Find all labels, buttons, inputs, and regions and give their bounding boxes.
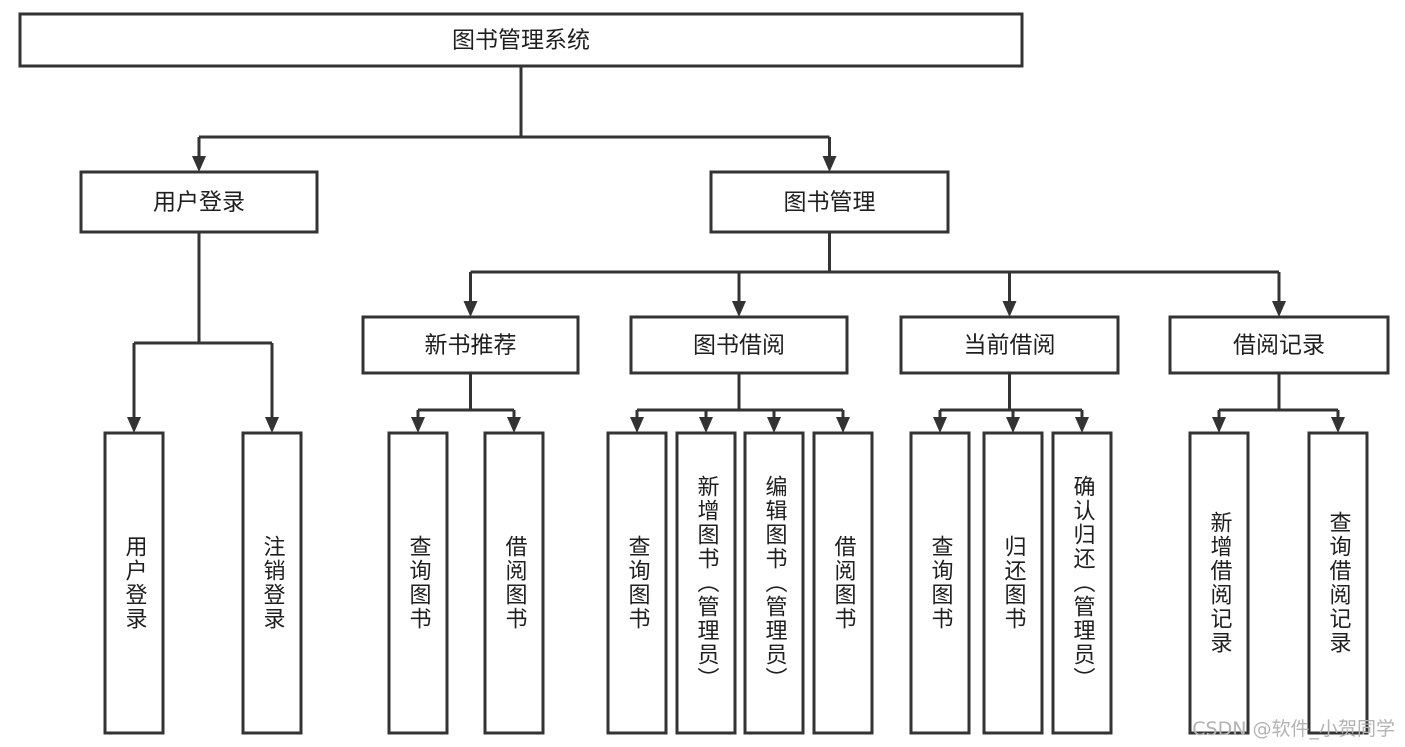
arrow-to-new-book-recommend bbox=[463, 272, 478, 317]
leaf-add-record[interactable] bbox=[1188, 431, 1250, 735]
user-login-rect[interactable] bbox=[79, 170, 319, 234]
current-borrow-rect[interactable] bbox=[899, 315, 1120, 375]
new-book-recommend[interactable]: 新书推荐 bbox=[361, 315, 580, 375]
leaf-user-logout-rect[interactable] bbox=[241, 431, 303, 735]
leaf-borrow-book-1[interactable] bbox=[483, 431, 545, 735]
arrow-to-leaf-query-record-head bbox=[1331, 417, 1345, 433]
arrow-to-book-borrow-head bbox=[732, 301, 746, 317]
book-borrow-label: 图书借阅 bbox=[693, 333, 785, 359]
leaf-add-book[interactable] bbox=[675, 431, 737, 735]
arrow-to-leaf-user-login bbox=[127, 343, 141, 433]
leaf-query-book-3-rect[interactable] bbox=[909, 431, 971, 735]
root-node-label: 图书管理系统 bbox=[452, 28, 590, 54]
leaf-query-book-3[interactable] bbox=[909, 431, 971, 735]
leaf-query-book-2-rect[interactable] bbox=[606, 431, 668, 735]
root-node-rect[interactable] bbox=[18, 12, 1024, 68]
book-management-label: 图书管理 bbox=[784, 190, 876, 216]
current-borrow-label: 当前借阅 bbox=[964, 333, 1056, 359]
arrow-to-leaf-add-book bbox=[699, 410, 713, 433]
connector-layer bbox=[127, 66, 1345, 433]
leaf-return-book-rect[interactable] bbox=[982, 431, 1044, 735]
arrow-to-leaf-return-book bbox=[1006, 410, 1020, 433]
current-borrow[interactable]: 当前借阅 bbox=[899, 315, 1120, 375]
leaf-user-login-rect[interactable] bbox=[103, 431, 165, 735]
arrow-to-leaf-query-book-3 bbox=[933, 410, 947, 433]
arrow-to-leaf-add-record bbox=[1212, 410, 1226, 433]
leaf-query-book-1[interactable] bbox=[387, 431, 449, 735]
arrow-to-leaf-confirm-return bbox=[1075, 410, 1089, 433]
leaf-add-book-rect[interactable] bbox=[675, 431, 737, 735]
arrow-to-leaf-add-record-head bbox=[1212, 417, 1226, 433]
leaf-user-login[interactable] bbox=[103, 431, 165, 735]
arrow-to-leaf-query-record bbox=[1331, 410, 1345, 433]
arrow-to-user-login-head bbox=[192, 156, 206, 172]
leaf-edit-book[interactable] bbox=[743, 431, 805, 735]
arrow-to-leaf-borrow-book-1-head bbox=[507, 417, 521, 433]
borrow-record-rect[interactable] bbox=[1168, 315, 1390, 375]
leaf-borrow-book-2[interactable] bbox=[812, 431, 874, 735]
arrow-to-leaf-edit-book-head bbox=[767, 417, 781, 433]
arrow-to-leaf-query-book-3-head bbox=[933, 417, 947, 433]
arrow-to-leaf-user-login-head bbox=[127, 417, 141, 433]
watermark-text: CSDN @软件_小贺同学 bbox=[1192, 718, 1395, 740]
arrow-to-leaf-borrow-book-1 bbox=[507, 410, 521, 433]
leaf-borrow-book-2-rect[interactable] bbox=[812, 431, 874, 735]
arrow-to-leaf-confirm-return-head bbox=[1075, 417, 1089, 433]
book-management[interactable]: 图书管理 bbox=[709, 170, 950, 234]
arrow-to-book-management bbox=[822, 137, 837, 172]
arrow-to-leaf-user-logout bbox=[265, 343, 279, 433]
leaf-confirm-return[interactable] bbox=[1051, 431, 1113, 735]
leaf-user-logout[interactable] bbox=[241, 431, 303, 735]
arrow-to-leaf-query-book-1-head bbox=[411, 417, 425, 433]
arrow-to-leaf-borrow-book-2-head bbox=[836, 417, 850, 433]
leaf-return-book[interactable] bbox=[982, 431, 1044, 735]
borrow-record[interactable]: 借阅记录 bbox=[1168, 315, 1390, 375]
book-management-rect[interactable] bbox=[709, 170, 950, 234]
arrow-to-leaf-borrow-book-2 bbox=[836, 410, 850, 433]
arrow-to-borrow-record-head bbox=[1272, 301, 1286, 317]
arrow-to-leaf-edit-book bbox=[767, 410, 781, 433]
leaf-confirm-return-rect[interactable] bbox=[1051, 431, 1113, 735]
arrow-to-leaf-user-logout-head bbox=[265, 417, 279, 433]
leaf-add-record-rect[interactable] bbox=[1188, 431, 1250, 735]
user-login[interactable]: 用户登录 bbox=[79, 170, 319, 234]
leaf-query-book-1-rect[interactable] bbox=[387, 431, 449, 735]
new-book-recommend-rect[interactable] bbox=[361, 315, 580, 375]
arrow-to-leaf-query-book-1 bbox=[411, 410, 425, 433]
book-borrow-rect[interactable] bbox=[629, 315, 849, 375]
arrow-to-leaf-add-book-head bbox=[699, 417, 713, 433]
leaf-query-record-rect[interactable] bbox=[1307, 431, 1369, 735]
leaf-query-record[interactable] bbox=[1307, 431, 1369, 735]
book-borrow[interactable]: 图书借阅 bbox=[629, 315, 849, 375]
borrow-record-label: 借阅记录 bbox=[1233, 333, 1325, 359]
user-login-label: 用户登录 bbox=[153, 190, 245, 216]
arrow-to-leaf-query-book-2 bbox=[630, 410, 644, 433]
arrow-to-borrow-record bbox=[1272, 272, 1286, 317]
leaf-borrow-book-1-rect[interactable] bbox=[483, 431, 545, 735]
arrow-to-new-book-recommend-head bbox=[463, 301, 478, 317]
arrow-to-user-login bbox=[192, 137, 206, 172]
arrow-to-leaf-return-book-head bbox=[1006, 417, 1020, 433]
leaf-edit-book-rect[interactable] bbox=[743, 431, 805, 735]
arrow-to-book-borrow bbox=[732, 272, 746, 317]
leaf-query-book-2[interactable] bbox=[606, 431, 668, 735]
arrow-to-current-borrow bbox=[1002, 272, 1017, 317]
arrow-to-leaf-query-book-2-head bbox=[630, 417, 644, 433]
root-node[interactable]: 图书管理系统 bbox=[18, 12, 1024, 68]
new-book-recommend-label: 新书推荐 bbox=[425, 333, 517, 359]
arrow-to-book-management-head bbox=[822, 156, 837, 172]
arrow-to-current-borrow-head bbox=[1002, 301, 1017, 317]
